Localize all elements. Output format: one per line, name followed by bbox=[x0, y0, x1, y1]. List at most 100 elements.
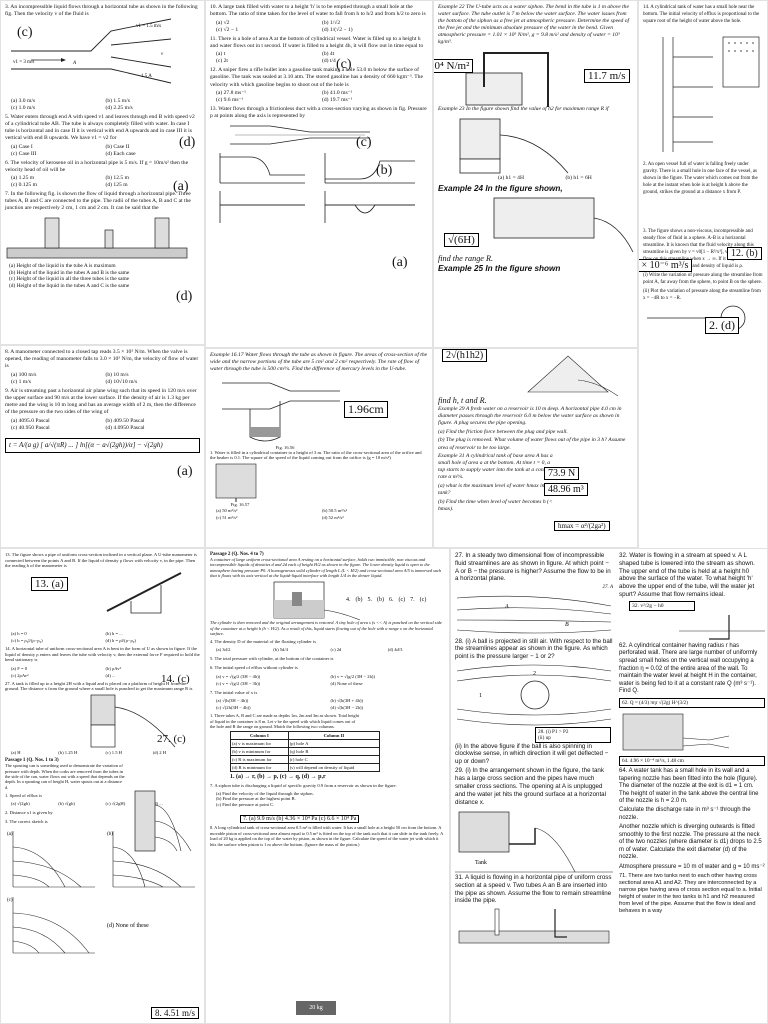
panel-questions-3-9: 3. An incompressible liquid flows throug… bbox=[0, 0, 205, 345]
option: (b) Case II bbox=[105, 143, 130, 150]
option: (c) Case III bbox=[11, 150, 37, 157]
options-13-lower: (a) h = 0(b) h = ... (c) h = ρ₀l/(ρ−ρ₀)(… bbox=[11, 630, 200, 644]
question-4-lower: 4. The density D of the material of the … bbox=[210, 638, 317, 644]
figure-manifold bbox=[662, 36, 760, 152]
options-passage-1-q1: (a) √(2gh)(b) √(gh) (c) √(2gH)(d) ... bbox=[11, 800, 200, 807]
panel-questions-10-13: 10. A large tank filled with water to a … bbox=[205, 0, 433, 348]
match-answer: 1. (a) → r, (b) → p, (c) → q, (d) → p,r bbox=[230, 773, 326, 780]
question-5: 5. Water enters through end A with speed… bbox=[5, 113, 195, 141]
option: (d) 2.25 m/s bbox=[105, 104, 133, 111]
question-11: 11. There is a hole of area A at the bot… bbox=[210, 35, 424, 49]
sketch-c: (c) bbox=[7, 898, 13, 903]
option: (d) Height of the liquid in the tubes A … bbox=[9, 282, 130, 289]
question-3-right-ii: (ii) Plot the variation of pressure alon… bbox=[643, 288, 761, 301]
question-3-right: 3. The figure shows a non-viscous, incom… bbox=[643, 228, 758, 270]
match-left: (a) v is maximum for bbox=[230, 738, 289, 748]
figure-tank-jet: Tank bbox=[455, 811, 613, 873]
question-3-right-i: (i) Write the variation of pressure alon… bbox=[643, 272, 763, 285]
figure-cylinder-orifice bbox=[215, 464, 257, 503]
question-10: 10. A large tank filled with water to a … bbox=[210, 4, 426, 18]
options-5: (a) Case I(b) Case II (c) Case III(d) Ea… bbox=[11, 144, 200, 158]
example-24: Example 24 In the figure shown, bbox=[438, 183, 563, 193]
answer-val: (b) bbox=[355, 597, 363, 603]
option: (d) 2 H bbox=[152, 750, 167, 756]
column-2-header: Column II bbox=[287, 730, 381, 740]
question-64-b: Another nozzle which is diverging outwar… bbox=[619, 824, 762, 861]
svg-text:A: A bbox=[504, 604, 509, 610]
question-2-right: 2. An open vessel full of water is falli… bbox=[643, 161, 758, 196]
question-27-right: 27. In a steady two dimensional flow of … bbox=[455, 552, 611, 583]
panel-middle-left: 8. A manometer connected to a closed tap… bbox=[0, 345, 205, 548]
question-siphon: 7. A siphon tube is discharging a liquid… bbox=[210, 782, 397, 788]
question-6-lower: 6. The initial speed of efflux without c… bbox=[210, 665, 298, 671]
match-left: (c) R is maximum for bbox=[230, 754, 289, 764]
option: (b) 10 m/s bbox=[105, 371, 129, 378]
option: (b) √(gh) bbox=[58, 801, 75, 807]
question-62-right: 62. A cylindrical container having radiu… bbox=[619, 642, 758, 695]
panel-examples-22-31: Example 22 The U-tube acts as a water si… bbox=[433, 0, 638, 348]
match-right: (r) hole C bbox=[287, 754, 381, 764]
option: (b) 1.5 m/s bbox=[105, 97, 130, 104]
option: (d) h = ρl/(ρ−ρ₀) bbox=[105, 638, 136, 644]
option: (b) h = ... bbox=[105, 631, 123, 637]
answer-29-force: 73.9 N bbox=[544, 467, 580, 480]
label-area: 1.5 A bbox=[141, 74, 152, 79]
figure-l-tube bbox=[679, 614, 765, 640]
match-left: (d) R is minimum for bbox=[230, 762, 289, 772]
question-8: 8. A manometer connected to a closed tap… bbox=[5, 349, 199, 370]
answer-28-i: 28. (i) P1 > P2 bbox=[538, 728, 569, 735]
option: (b) Height of the liquid in the tubes A … bbox=[9, 269, 130, 276]
column-1-header: Column I bbox=[230, 730, 289, 740]
options-7: (a) Height of the liquid in the tube A i… bbox=[9, 263, 200, 289]
figure-caption-1656: Fig. 16.56 bbox=[275, 444, 295, 450]
passage-2-heading: Passage 2 (Q. Nos. 4 to 7) bbox=[210, 552, 264, 557]
option: (b) 1/√2 bbox=[322, 19, 341, 26]
option: (a) v = √(g/2 (3H − 4h)) bbox=[216, 673, 261, 679]
panel-page-passage-2: Passage 2 (Q. Nos. 4 to 7) A container o… bbox=[205, 548, 450, 1024]
figure-inclined-pipe bbox=[106, 572, 182, 614]
answer-13-lower: 13. (a) bbox=[31, 577, 68, 591]
option: (b) 5d/4 bbox=[273, 647, 288, 653]
option: (d) 10√10 m/s bbox=[105, 378, 138, 385]
question-3: 3. An incompressible liquid flows throug… bbox=[5, 4, 198, 18]
option: (c) 1.0 m/s bbox=[11, 104, 36, 111]
example-16-17: Example 16.17 Water flows through the tu… bbox=[210, 352, 428, 373]
option: (b) 41.0 ms⁻¹ bbox=[322, 90, 353, 97]
options-3: (a) 3.0 m/s(b) 1.5 m/s (c) 1.0 m/s(d) 2.… bbox=[11, 98, 200, 112]
question-7-lower: 7. The initial value of x is bbox=[210, 689, 258, 695]
answer-22-speed: 11.7 m/s bbox=[584, 69, 630, 83]
passage-1-text: The spouting can is something used to de… bbox=[5, 763, 125, 790]
figure-inclined-tank bbox=[527, 355, 619, 396]
figure-caption-1657: Fig. 16.57 bbox=[230, 502, 250, 508]
answer-31: hmax = α²/(2ga²) bbox=[554, 521, 610, 531]
question-64-c: Atmosphere pressure = 10 m of water and … bbox=[619, 863, 765, 870]
example-23: Example 23 In the figure shown find the … bbox=[438, 106, 609, 113]
question-14-right: 14. A cylindrical tank of water has a sm… bbox=[643, 5, 760, 25]
question-71-right: 71. There are two tanks next to each oth… bbox=[619, 872, 762, 914]
option: (c) 2ρAv² bbox=[11, 672, 29, 678]
answer-64-right: 64. 4.96 × 10⁻⁴ m³/s, 1.48 cm bbox=[619, 755, 765, 766]
question-7: 7. In the following fig. is shown the fl… bbox=[5, 191, 191, 212]
option: (d) √(h(3H − 2h)) bbox=[330, 705, 364, 711]
option: (a) 1.25 m bbox=[11, 175, 35, 182]
answer-28-ii: (ii) up bbox=[538, 734, 551, 741]
answer-62-right: 62. Q = (4/3) πηr √(2g) H^(3/2) bbox=[619, 697, 765, 708]
match-right: (q) hole B bbox=[287, 746, 381, 756]
answer-13: (a) bbox=[392, 255, 408, 270]
option: (a) 3d/2 bbox=[216, 647, 231, 653]
siphon-answer: 7. (a) 9.9 m/s (b) 4.36 × 10⁴ Pa (c) 6.6… bbox=[240, 815, 360, 824]
figure-siphon bbox=[465, 52, 549, 107]
panel-middle-center: Example 16.17 Water flows through the tu… bbox=[205, 348, 433, 548]
example-22: Example 22 The U-tube acts as a water si… bbox=[438, 4, 630, 46]
option: (b) ρAv² bbox=[105, 665, 121, 671]
question-64-right: 64. A water tank has a small hole in its… bbox=[619, 767, 759, 805]
match-right: (p) hole A bbox=[287, 738, 381, 748]
option: (c) h = ρ₀l/(ρ−ρ₀) bbox=[11, 638, 43, 644]
example-25-find: find h, t and R. bbox=[438, 396, 487, 405]
example-29-a: (a) Find the friction force between the … bbox=[438, 428, 568, 435]
match-right: (s) will depend on density of liquid bbox=[287, 762, 381, 772]
question-64-a: Calculate the discharge rate in m³ s⁻¹ t… bbox=[619, 807, 751, 821]
answer-11: (c) bbox=[356, 135, 372, 150]
option: (c) 0.125 m bbox=[11, 182, 37, 189]
